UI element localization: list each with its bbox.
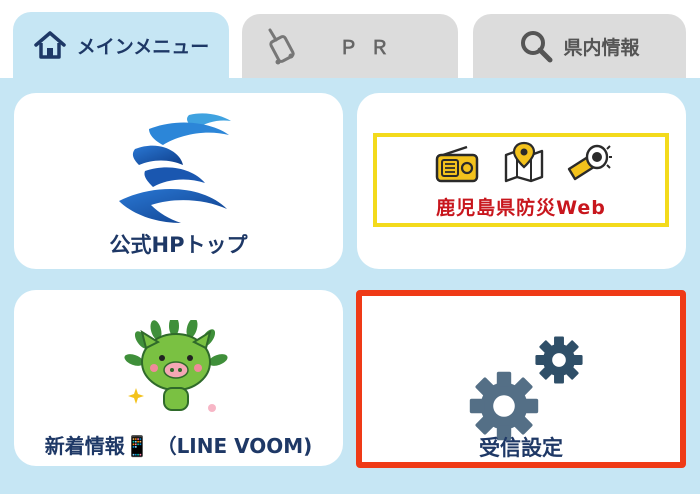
search-icon	[519, 29, 553, 63]
official-hp-label: 公式HPトップ	[109, 233, 248, 257]
receive-settings-button[interactable]: 受信設定	[356, 290, 686, 468]
news-line-voom-label: 新着情報📱 （LINE VOOM)	[44, 434, 313, 458]
tab-pr-label: ＰＲ	[338, 36, 401, 59]
disaster-prevention-banner: 鹿児島県防災Web	[373, 133, 669, 227]
gear-icon	[460, 334, 590, 458]
tab-prefecture-info-label: 県内情報	[563, 36, 640, 59]
home-icon	[33, 30, 67, 60]
prefecture-logo-icon	[109, 109, 249, 231]
disaster-prevention-label: 鹿児島県防災Web	[436, 197, 606, 219]
news-line-voom-button[interactable]: 新着情報📱 （LINE VOOM)	[14, 290, 343, 466]
receive-settings-label: 受信設定	[479, 436, 563, 460]
tab-prefecture-info[interactable]: 県内情報	[473, 14, 686, 78]
map-pin-icon	[503, 141, 545, 187]
tab-bar: メインメニュー ＰＲ 県内情報	[0, 0, 700, 78]
radio-icon	[435, 145, 479, 187]
disaster-prevention-web-button[interactable]: 鹿児島県防災Web	[357, 93, 686, 269]
flashlight-icon	[563, 143, 613, 187]
tab-main-menu[interactable]: メインメニュー	[13, 12, 229, 78]
official-hp-button[interactable]: 公式HPトップ	[14, 93, 343, 269]
suitcase-icon	[264, 26, 300, 66]
tab-pr[interactable]: ＰＲ	[242, 14, 458, 78]
tab-main-menu-label: メインメニュー	[76, 35, 210, 58]
mascot-character-icon	[124, 316, 234, 424]
